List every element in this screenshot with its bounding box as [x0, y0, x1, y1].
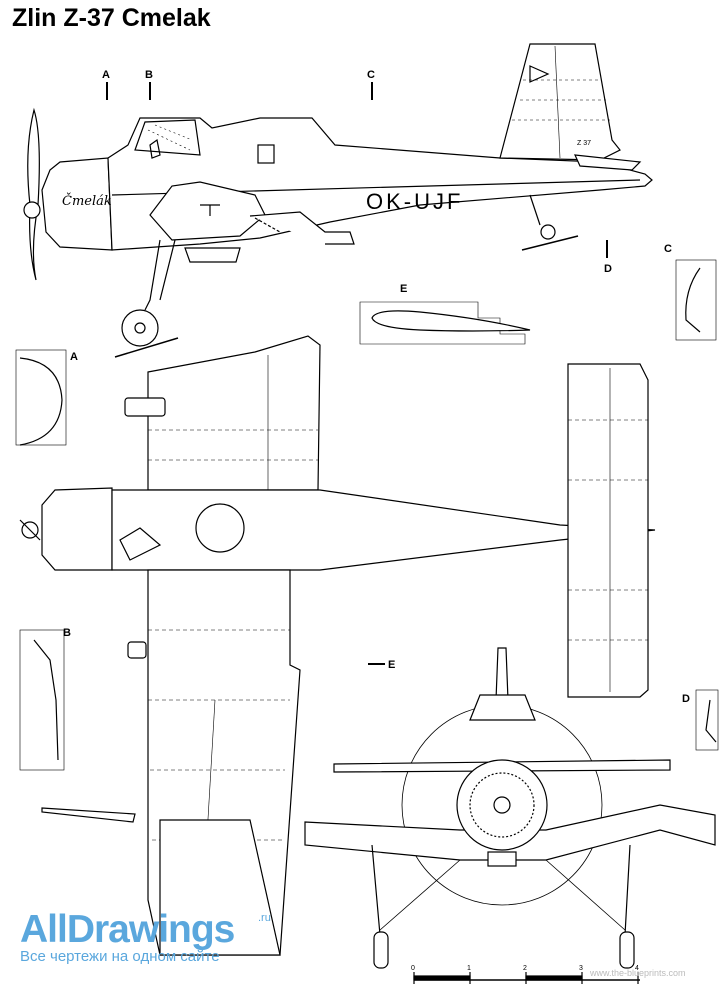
section-label-d: D: [682, 693, 690, 705]
scale-tick-label: 4: [635, 965, 639, 972]
logo-tagline: Все чертежи на одном сайте: [20, 948, 220, 965]
main-wheel: [121, 309, 159, 347]
section-detail-b: [19, 629, 65, 771]
top-view: [19, 335, 656, 956]
spray-pod-top: [124, 397, 166, 417]
tail-gear-strut: [529, 194, 541, 226]
front-gear-struts: [371, 844, 631, 936]
source-watermark: www.the-blueprints.com: [590, 968, 686, 978]
section-detail-d: [695, 689, 719, 751]
propeller-blade: [27, 107, 40, 281]
registration-mark: OK-UJF: [366, 189, 463, 214]
alldrawings-logo[interactable]: AllDrawings .ru Все чертежи на одном сай…: [20, 908, 271, 965]
wing-strut-detail: [41, 807, 136, 823]
fuselage-name: Čmelák: [62, 192, 112, 209]
wing-flap-side: [249, 211, 355, 245]
section-marker-c: C: [367, 69, 375, 81]
front-cabin: [469, 694, 536, 721]
fin-marking: Z 37: [577, 140, 591, 147]
side-view: [23, 43, 653, 358]
drawing-title: Zlin Z-37 Cmelak: [12, 4, 211, 32]
front-view: [304, 647, 716, 969]
section-marker-d: D: [604, 263, 612, 275]
pilot-head: [149, 138, 161, 159]
main-gear-strut: [144, 239, 161, 311]
upper-wing: [147, 335, 321, 491]
section-marker-a: A: [102, 69, 110, 81]
ground-line: [114, 337, 179, 358]
hopper-lid: [195, 503, 245, 553]
scale-bar: [413, 972, 640, 984]
section-detail-c: [675, 259, 717, 341]
aileron: [159, 819, 281, 956]
scale-tick-label: 0: [411, 965, 415, 972]
section-label-c: C: [664, 243, 672, 255]
section-marker-b: B: [145, 69, 153, 81]
engine-top: [41, 487, 113, 571]
scale-tick-label: 1: [467, 965, 471, 972]
canopy-top: [119, 527, 162, 561]
section-label-e: E: [400, 283, 407, 295]
fin-flag: [529, 65, 550, 83]
spray-pump: [487, 851, 517, 867]
logo-tld: .ru: [258, 912, 271, 924]
vertical-fin: [499, 43, 621, 161]
section-label-b: B: [63, 627, 71, 639]
horizontal-tail: [567, 363, 649, 698]
wing-root: [149, 181, 266, 241]
engine-cylinders: [469, 772, 535, 838]
scale-tick-label: 3: [579, 965, 583, 972]
side-window: [257, 144, 275, 164]
right-wheel: [619, 931, 635, 969]
logo-name: AllDrawings: [20, 908, 235, 951]
airfoil-profile: [371, 310, 531, 332]
hopper-outlet: [184, 247, 241, 263]
section-detail-a: [15, 349, 67, 446]
spray-pod-bottom: [127, 641, 147, 659]
scale-tick-label: 2: [523, 965, 527, 972]
left-wheel: [373, 931, 389, 969]
tailplane-side: [574, 154, 642, 171]
front-fin: [495, 647, 509, 701]
section-marker-e: E: [388, 659, 395, 671]
tail-wheel: [540, 224, 556, 240]
canopy: [134, 119, 201, 156]
section-detail-e: [359, 301, 531, 345]
section-label-a: A: [70, 351, 78, 363]
spinner: [23, 201, 41, 219]
